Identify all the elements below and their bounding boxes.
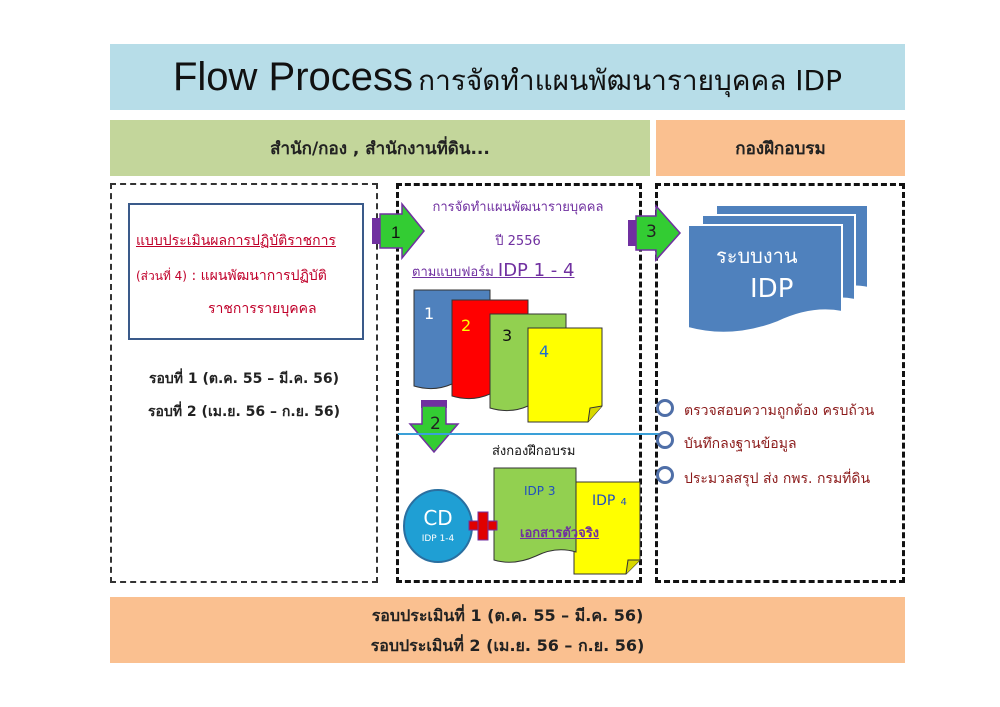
plan-year: ปี 2556	[495, 234, 541, 249]
header-right: กองฝึกอบรม	[656, 120, 905, 176]
cd-sub: IDP 1-4	[421, 534, 455, 544]
round-2: รอบที่ 2 (เม.ย. 56 – ก.ย. 56)	[148, 404, 340, 420]
original-documents-icon	[493, 467, 641, 575]
footer-round-2: รอบประเมินที่ 2 (เม.ย. 56 – ก.ย. 56)	[370, 636, 645, 655]
round-1: รอบที่ 1 (ต.ค. 55 – มี.ค. 56)	[148, 371, 340, 387]
header-left: สำนัก/กอง , สำนักงานที่ดิน...	[110, 120, 650, 176]
eval-line2: (ส่วนที่ 4) : แผนพัฒนาการปฏิบัติ	[136, 265, 327, 287]
doc3-label: IDP 3	[524, 484, 556, 498]
title-bar	[110, 44, 905, 110]
footer-bar	[110, 597, 905, 663]
eval-line3: ราชการรายบุคคล	[208, 301, 317, 317]
page-3-label: 3	[502, 326, 513, 345]
form-code: IDP 1 - 4	[497, 260, 575, 281]
form-prefix: ตามแบบฟอร์ม	[412, 265, 498, 280]
title-thai: การจัดทำแผนพัฒนารายบุคคล IDP	[418, 64, 842, 97]
eval-line2-rest: : แผนพัฒนาการปฏิบัติ	[187, 268, 327, 284]
doc4-num: 4	[620, 497, 627, 508]
middle-column-frame	[396, 183, 642, 583]
page-2-label: 2	[461, 316, 472, 335]
left-column-frame	[110, 183, 378, 583]
bullet-item-1: ตรวจสอบความถูกต้อง ครบถ้วน	[684, 403, 875, 419]
arrow-2-icon	[408, 400, 460, 454]
title-main: Flow Process	[172, 55, 414, 99]
page-1-label: 1	[424, 304, 435, 323]
bullet-ring-icon	[656, 466, 674, 484]
doc4-label: IDP 4	[592, 490, 627, 509]
doc4-text: IDP	[592, 493, 616, 509]
right-column-frame	[655, 183, 905, 583]
arrow-2-label: 2	[430, 414, 441, 434]
system-label-line2: IDP	[750, 274, 794, 304]
eval-line1: แบบประเมินผลการปฏิบัติราชการ	[136, 233, 336, 249]
arrow-3-icon	[628, 204, 682, 262]
form-pages-stack	[413, 289, 603, 423]
page-title: Flow Process การจัดทำแผนพัฒนารายบุคคล ID…	[110, 52, 905, 110]
bullet-ring-icon	[656, 399, 674, 417]
footer-round-1: รอบประเมินที่ 1 (ต.ค. 55 – มี.ค. 56)	[371, 606, 644, 625]
evaluation-form-box	[128, 203, 364, 340]
idp-system-documents-icon	[687, 204, 869, 334]
arrow-1-label: 1	[391, 223, 400, 242]
system-label-line1: ระบบงาน	[716, 244, 798, 268]
plus-icon	[468, 511, 498, 541]
bullet-item-3: ประมวลสรุป ส่ง กพร. กรมที่ดิน	[684, 471, 871, 487]
form-label: ตามแบบฟอร์ม IDP 1 - 4	[412, 260, 574, 282]
send-label: ส่งกองฝึกอบรม	[492, 444, 576, 459]
arrow-3-label: 3	[646, 222, 657, 242]
plan-title: การจัดทำแผนพัฒนารายบุคคล	[432, 200, 604, 215]
eval-line2-part: (ส่วนที่ 4)	[136, 269, 187, 283]
bullet-ring-icon	[656, 431, 674, 449]
page-4-label: 4	[539, 342, 550, 361]
doc3-sub: เอกสารตัวจริง	[520, 526, 600, 541]
bullet-item-2: บันทึกลงฐานข้อมูล	[684, 436, 797, 452]
cd-label: CD	[423, 506, 453, 530]
arrow-1-icon: 1	[372, 201, 425, 261]
